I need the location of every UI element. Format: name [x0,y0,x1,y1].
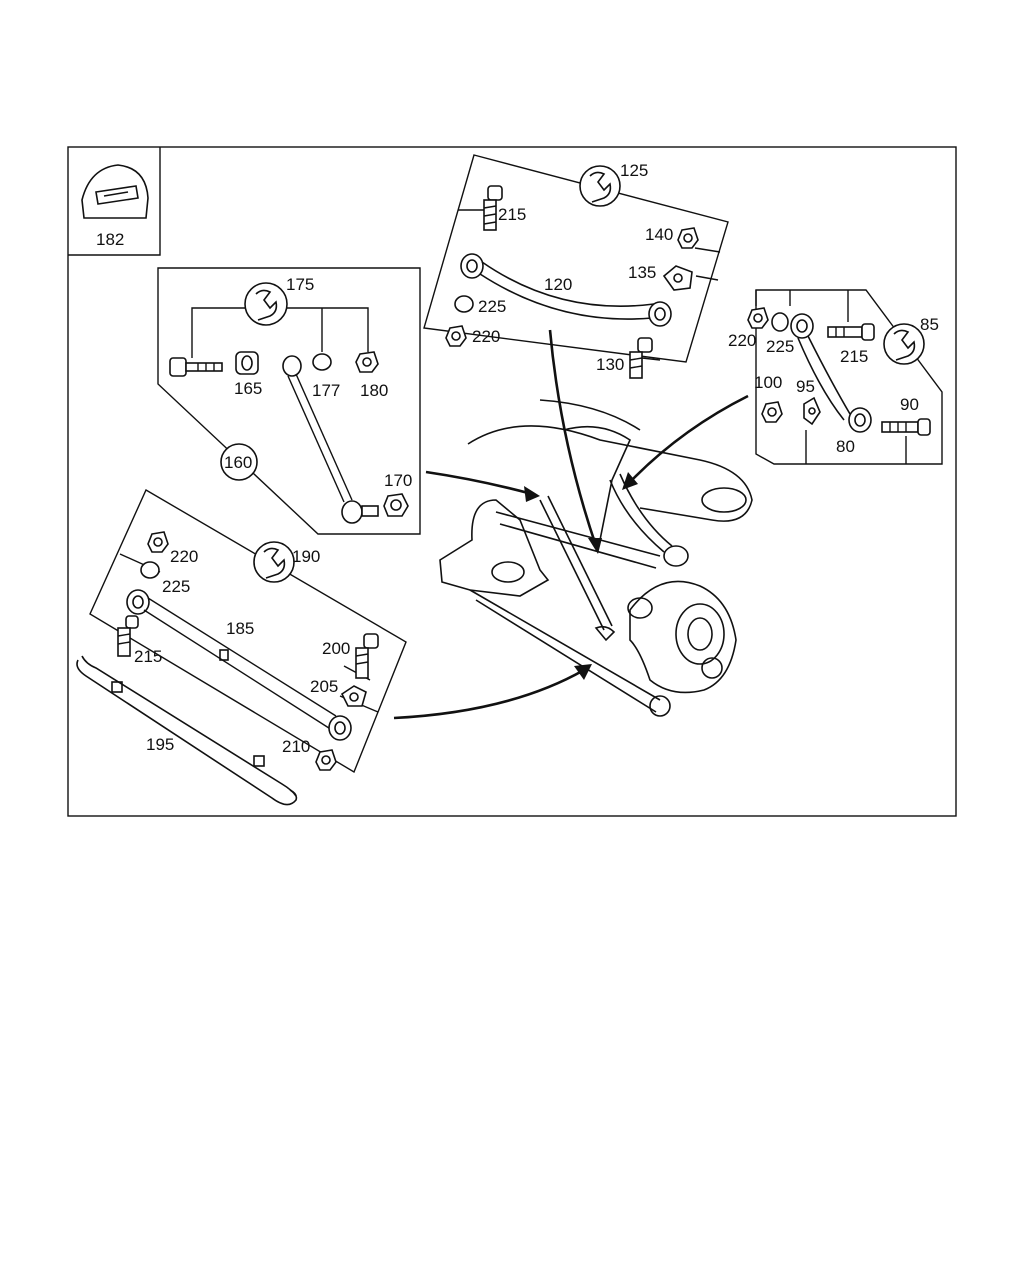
label-225: 225 [162,577,190,596]
part-group-190: 190 220 225 185 215 [76,489,407,806]
label-177: 177 [312,381,340,400]
washer-icon [454,295,474,313]
label-170: 170 [384,471,412,490]
part-group-85: 85 220 225 80 215 [728,289,943,465]
bushing-icon [235,351,259,375]
label-215: 215 [840,347,868,366]
label-225: 225 [766,337,794,356]
label-135: 135 [628,263,656,282]
nut-icon [761,401,783,423]
label-185: 185 [226,619,254,638]
label-95: 95 [796,377,815,396]
bolt-icon [169,357,223,377]
label-220: 220 [472,327,500,346]
eccentric-washer-icon [662,265,693,291]
washer-icon [312,353,332,371]
label-215: 215 [498,205,526,224]
tie-bar-icon [76,655,298,806]
nut-icon [147,531,169,553]
wrench-icon [579,165,621,207]
label-100: 100 [754,373,782,392]
wrench-icon [244,282,288,326]
suspension-assembly-drawing [439,399,753,717]
control-arm-icon [126,589,352,741]
label-85: 85 [920,315,939,334]
label-80: 80 [836,437,855,456]
label-195: 195 [146,735,174,754]
clip-icon [81,164,149,219]
bolt-icon [355,633,379,679]
bolt-icon [117,615,139,657]
label-120: 120 [544,275,572,294]
label-130: 130 [596,355,624,374]
label-165: 165 [234,379,262,398]
part-group-125: 125 215 140 135 [423,154,729,379]
bolt-icon [483,185,503,231]
label-182: 182 [96,230,124,249]
washer-icon [771,312,789,332]
assembly-callout [220,443,258,481]
label-180: 180 [360,381,388,400]
nut-icon [677,227,699,249]
control-arm-icon [460,253,672,327]
wrench-icon [883,323,925,365]
nut-icon [383,493,409,517]
label-90: 90 [900,395,919,414]
nut-icon [315,749,337,771]
nut-icon [747,307,769,329]
part-group-175: 175 165 177 180 [157,267,421,535]
label-175: 175 [286,275,314,294]
bolt-icon [629,337,653,379]
nut-icon [445,325,467,347]
wrench-icon [253,541,295,583]
bolt-icon [881,418,931,436]
label-210: 210 [282,737,310,756]
diagram-frame [67,146,957,817]
label-225: 225 [478,297,506,316]
eccentric-washer-icon [803,396,821,426]
label-160: 160 [224,453,252,472]
leader-arrows [393,329,749,720]
label-140: 140 [645,225,673,244]
label-200: 200 [322,639,350,658]
label-190: 190 [292,547,320,566]
label-125: 125 [620,161,648,180]
label-205: 205 [310,677,338,696]
label-220: 220 [728,331,756,350]
part-group-182: 182 [68,147,161,256]
label-220: 220 [170,547,198,566]
washer-icon [140,561,160,579]
label-215: 215 [134,647,162,666]
stabilizer-link-icon [282,355,379,524]
eccentric-washer-icon [340,685,367,707]
control-arm-icon [790,313,872,433]
nut-icon [355,351,379,373]
bolt-icon [827,323,875,341]
